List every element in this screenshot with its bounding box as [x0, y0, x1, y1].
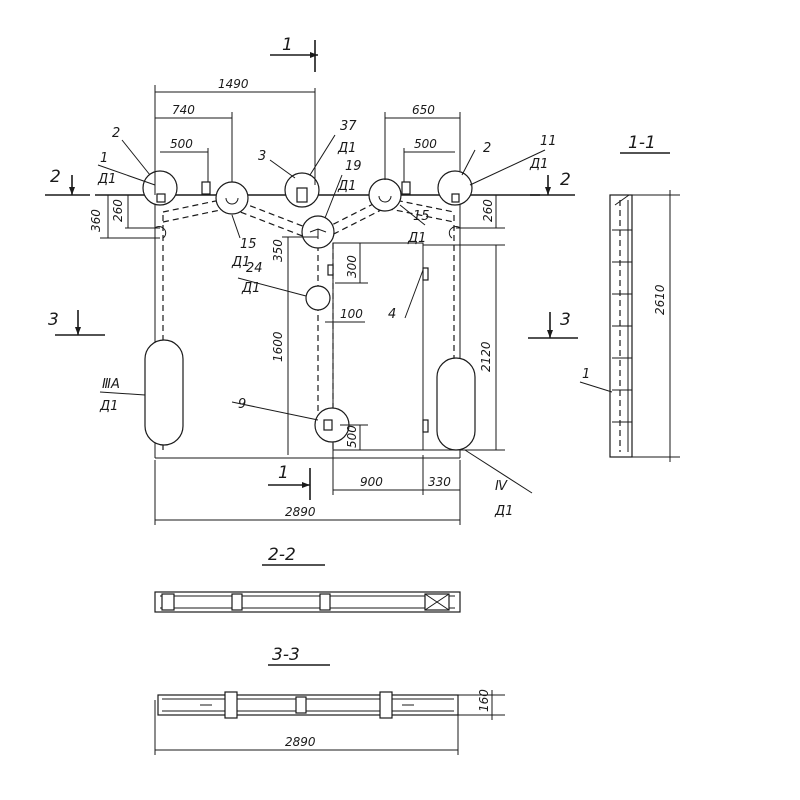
callout-15-right-sheet: Д1: [407, 231, 426, 246]
main-elevation: [95, 170, 540, 459]
node-circle: [305, 285, 331, 311]
callout-1: 1: [100, 151, 108, 166]
section-title-3-3: 3-3: [272, 645, 300, 665]
callout-24-sheet: Д1: [241, 281, 260, 296]
dim-500-left: 500: [170, 137, 193, 151]
dim-650: 650: [412, 103, 435, 117]
node-circle: [368, 178, 402, 212]
dim-260-left: 260: [111, 199, 125, 222]
dim-1600: 1600: [271, 331, 285, 362]
callout-9: 9: [238, 397, 246, 412]
node-circle: [437, 170, 473, 206]
callout-2-left: 2: [112, 126, 120, 141]
dim-1490: 1490: [218, 77, 249, 91]
callout-15-left-sheet: Д1: [231, 255, 250, 270]
dim-740: 740: [172, 103, 195, 117]
callout-4: 4: [388, 307, 396, 322]
dim-160: 160: [477, 689, 491, 712]
callout-iv: Ⅳ: [495, 479, 508, 494]
dim-2890-section: 2890: [285, 735, 316, 749]
section-cuts: [45, 40, 578, 500]
dim-900: 900: [360, 475, 383, 489]
cut-1-top-label: 1: [282, 35, 293, 55]
callout-24: 24: [246, 261, 263, 276]
dimension-texts: 1490 740 650 500 500 360 260 260 350 300…: [89, 77, 667, 749]
cut-3-right-label: 3: [560, 310, 571, 330]
dim-500-bottom: 500: [345, 425, 359, 448]
cut-2-right-label: 2: [560, 170, 571, 190]
callout-3a: ⅢA: [102, 377, 120, 392]
cut-3-left-label: 3: [48, 310, 59, 330]
dim-360: 360: [89, 209, 103, 232]
oval-callout: [144, 339, 184, 446]
dim-2890-main: 2890: [285, 505, 316, 519]
dimension-lines: [100, 85, 505, 525]
node-circle: [142, 170, 178, 206]
section-3-3: [154, 664, 505, 755]
dim-100: 100: [340, 307, 363, 321]
section-labels: 1 1 2 2 3 3 1-1 2-2 3-3: [48, 35, 656, 665]
leader-lines: [97, 134, 546, 494]
callout-2-right: 2: [483, 141, 491, 156]
callout-11: 11: [540, 134, 557, 149]
section-title-2-2: 2-2: [268, 545, 296, 565]
callout-labels: 2 1 Д1 3 37 Д1 19 Д1 11 Д1 2 15 Д1 15 Д1…: [97, 119, 590, 519]
callout-15-right: 15: [413, 209, 430, 224]
dim-330: 330: [428, 475, 451, 489]
dim-350: 350: [271, 239, 285, 262]
dim-260-right: 260: [481, 199, 495, 222]
cut-2-left-label: 2: [50, 167, 61, 187]
callout-1-sheet: Д1: [97, 172, 116, 187]
callout-19-sheet: Д1: [337, 179, 356, 194]
section-1-1: [579, 152, 680, 462]
section-title-1-1: 1-1: [628, 133, 656, 153]
node-circle: [215, 181, 249, 215]
callout-1-section: 1: [582, 367, 590, 382]
dim-2610: 2610: [653, 284, 667, 315]
cut-1-bottom-label: 1: [278, 463, 289, 483]
callout-15-left: 15: [240, 237, 257, 252]
oval-callout: [436, 357, 476, 451]
callout-19: 19: [345, 159, 362, 174]
section-2-2: [154, 564, 461, 613]
dim-2120: 2120: [479, 341, 493, 372]
callout-11-sheet: Д1: [529, 157, 548, 172]
callout-37-sheet: Д1: [337, 141, 356, 156]
dim-500-right: 500: [414, 137, 437, 151]
callout-3: 3: [258, 149, 266, 164]
callout-3a-sheet: Д1: [99, 399, 118, 414]
callout-iv-sheet: Д1: [494, 504, 513, 519]
dim-300: 300: [345, 255, 359, 278]
callout-37: 37: [340, 119, 357, 134]
